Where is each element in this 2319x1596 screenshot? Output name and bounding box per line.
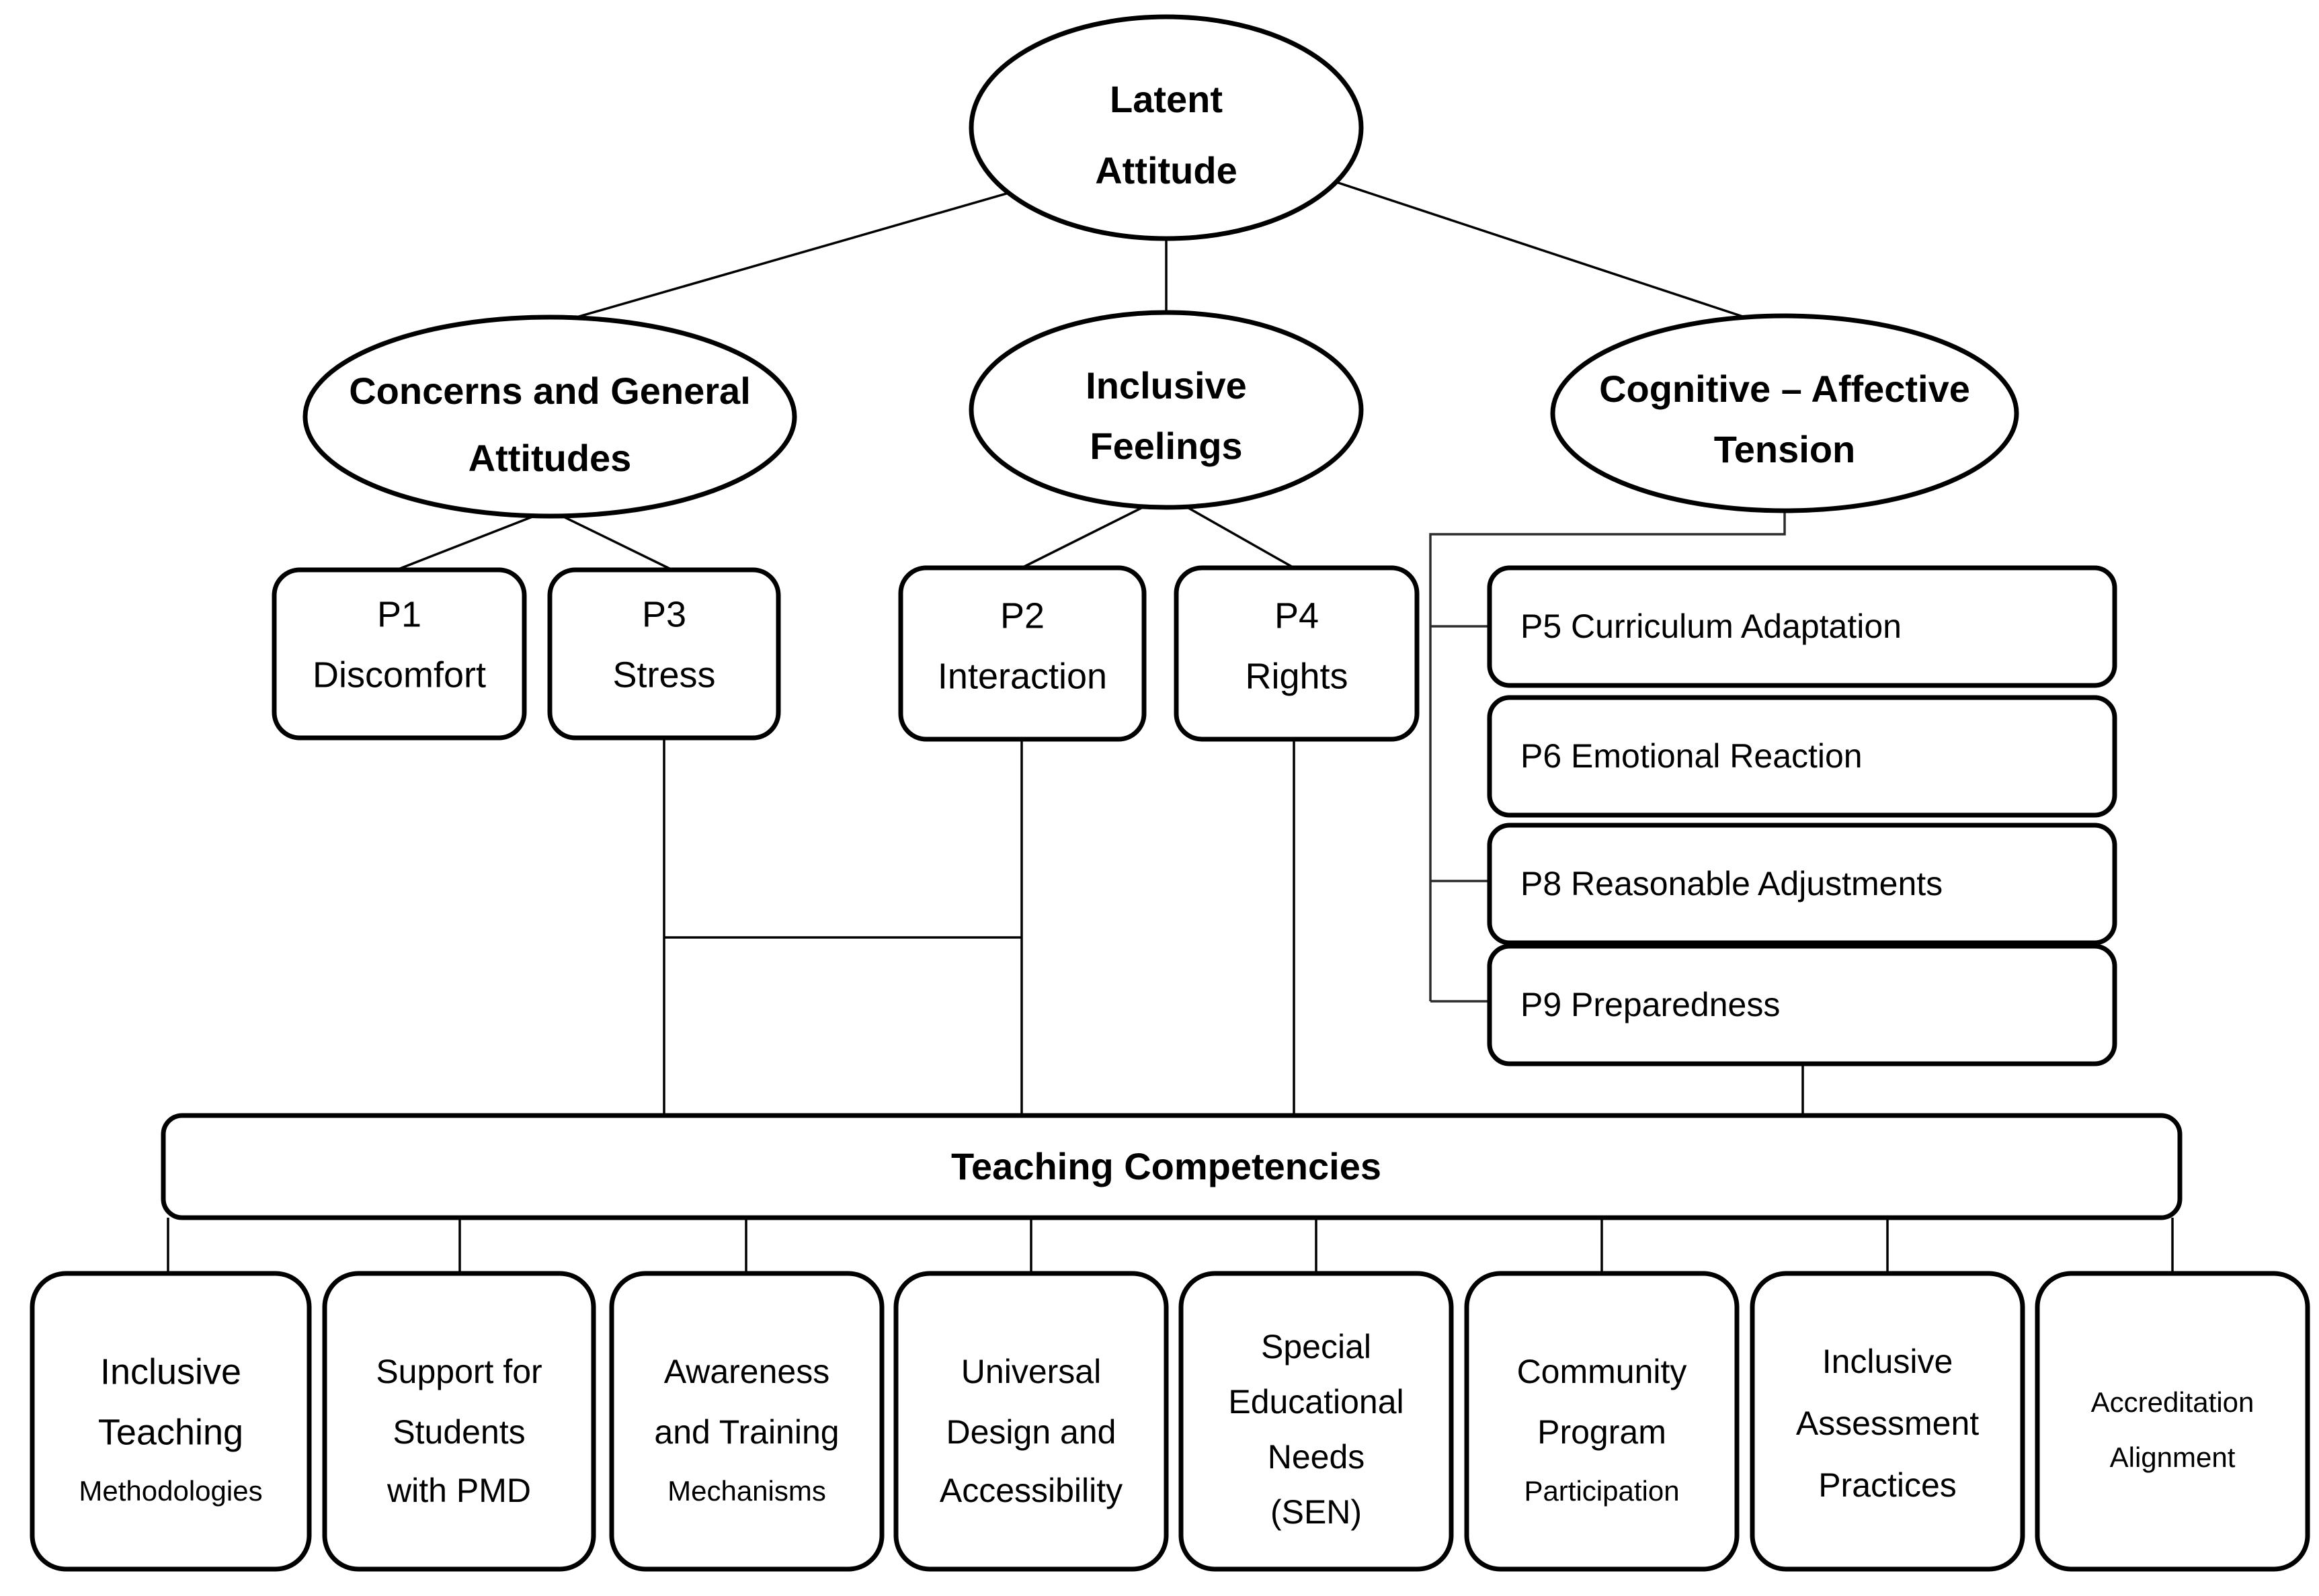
competency-box-8 bbox=[2035, 1271, 2310, 1572]
p4-label-line1: P4 bbox=[1274, 595, 1319, 636]
competency-5-line3: Needs bbox=[1268, 1438, 1365, 1476]
node-teaching-competencies-bar[interactable]: Teaching Competencies bbox=[161, 1113, 2183, 1220]
competency-2-line3: with PMD bbox=[386, 1472, 531, 1509]
node-p8-reasonable-adjustments[interactable]: P8 Reasonable Adjustments bbox=[1487, 823, 2117, 946]
node-inclusive-feelings[interactable]: Inclusive Feelings bbox=[969, 310, 1364, 510]
competency-2-line1: Support for bbox=[376, 1353, 542, 1390]
competency-5-line2: Educational bbox=[1228, 1383, 1403, 1421]
p3-label-line1: P3 bbox=[642, 594, 686, 634]
node-competency-support-for-students-with-pmd[interactable]: Support for Students with PMD bbox=[322, 1271, 596, 1572]
link-feelings-to-p2 bbox=[1021, 496, 1164, 569]
node-p6-emotional-reaction[interactable]: P6 Emotional Reaction bbox=[1487, 695, 2117, 818]
p8-box bbox=[1487, 823, 2117, 946]
node-cognitive-affective-tension[interactable]: Cognitive – Affective Tension bbox=[1550, 313, 2019, 513]
competency-box-1 bbox=[30, 1271, 312, 1572]
p2-label-line1: P2 bbox=[1000, 595, 1045, 636]
competency-8-line2: Alignment bbox=[2110, 1441, 2236, 1473]
competency-4-line1: Universal bbox=[961, 1353, 1101, 1390]
competency-6-line1: Community bbox=[1517, 1353, 1687, 1390]
competency-3-line2: and Training bbox=[654, 1413, 839, 1451]
inclusive-feelings-label-line1: Inclusive bbox=[1086, 364, 1247, 407]
node-competency-accreditation-alignment[interactable]: Accreditation Alignment bbox=[2035, 1271, 2310, 1572]
competency-box-7 bbox=[1750, 1271, 2025, 1572]
competency-box-3 bbox=[609, 1271, 885, 1572]
p4-label-line2: Rights bbox=[1245, 656, 1348, 696]
competency-1-line1: Inclusive bbox=[100, 1351, 241, 1392]
latent-attitude-label-line1: Latent bbox=[1110, 78, 1223, 120]
node-competency-inclusive-teaching-methodologies[interactable]: Inclusive Teaching Methodologies bbox=[30, 1271, 312, 1572]
competency-6-line3: Participation bbox=[1524, 1475, 1679, 1507]
tension-label-line1: Cognitive – Affective bbox=[1599, 368, 1970, 410]
node-p2-interaction[interactable]: P2 Interaction bbox=[898, 565, 1147, 742]
teaching-competencies-label: Teaching Competencies bbox=[951, 1145, 1381, 1187]
p5-box bbox=[1487, 565, 2117, 688]
node-competency-community-program-participation[interactable]: Community Program Participation bbox=[1464, 1271, 1740, 1572]
latent-attitude-ellipse bbox=[969, 14, 1364, 241]
link-tension-spine bbox=[1429, 511, 1786, 1001]
competency-5-line1: Special bbox=[1261, 1328, 1371, 1366]
competency-2-line2: Students bbox=[393, 1413, 525, 1451]
competency-box-2 bbox=[322, 1271, 596, 1572]
competency-3-line1: Awareness bbox=[664, 1353, 829, 1390]
competency-3-line3: Mechanisms bbox=[667, 1475, 826, 1507]
p2-box bbox=[898, 565, 1147, 742]
competency-4-line2: Design and bbox=[946, 1413, 1116, 1451]
node-latent-attitude[interactable]: Latent Attitude bbox=[969, 14, 1364, 241]
inclusive-feelings-ellipse bbox=[969, 310, 1364, 510]
node-competency-special-educational-needs-sen[interactable]: Special Educational Needs (SEN) bbox=[1178, 1271, 1454, 1572]
node-p4-rights[interactable]: P4 Rights bbox=[1174, 565, 1420, 742]
node-p5-curriculum-adaptation[interactable]: P5 Curriculum Adaptation bbox=[1487, 565, 2117, 688]
node-p3-stress[interactable]: P3 Stress bbox=[547, 567, 781, 741]
p3-label-line2: Stress bbox=[612, 655, 715, 695]
p4-box bbox=[1174, 565, 1420, 742]
node-concerns-and-general-attitudes[interactable]: Concerns and General Attitudes bbox=[302, 314, 797, 519]
p6-label: P6 Emotional Reaction bbox=[1520, 737, 1863, 775]
link-feelings-to-p4 bbox=[1169, 496, 1295, 569]
node-competency-universal-design-and-accessibility[interactable]: Universal Design and Accessibility bbox=[893, 1271, 1169, 1572]
competency-4-line3: Accessibility bbox=[940, 1472, 1123, 1509]
p1-label-line1: P1 bbox=[377, 594, 421, 634]
link-latent-to-concerns bbox=[557, 180, 1049, 324]
p6-box bbox=[1487, 695, 2117, 818]
competency-7-line2: Assessment bbox=[1796, 1404, 1979, 1442]
concerns-label-line2: Attitudes bbox=[469, 437, 632, 479]
connector-lines bbox=[167, 180, 2174, 1273]
tension-label-line2: Tension bbox=[1714, 428, 1856, 470]
concerns-label-line1: Concerns and General bbox=[349, 370, 751, 412]
teaching-competencies-box bbox=[161, 1113, 2183, 1220]
competency-5-line4: (SEN) bbox=[1270, 1493, 1362, 1531]
node-competency-awareness-and-training-mechanisms[interactable]: Awareness and Training Mechanisms bbox=[609, 1271, 885, 1572]
p9-box bbox=[1487, 943, 2117, 1066]
competency-box-6 bbox=[1464, 1271, 1740, 1572]
node-p9-preparedness[interactable]: P9 Preparedness bbox=[1487, 943, 2117, 1066]
p1-label-line2: Discomfort bbox=[313, 655, 486, 695]
competency-8-line1: Accreditation bbox=[2091, 1386, 2254, 1418]
inclusive-feelings-label-line2: Feelings bbox=[1090, 425, 1242, 467]
link-concerns-to-p1 bbox=[396, 509, 548, 571]
p5-label: P5 Curriculum Adaptation bbox=[1520, 607, 1902, 645]
cognitive-affective-tension-ellipse bbox=[1550, 313, 2019, 513]
p2-label-line2: Interaction bbox=[938, 656, 1107, 696]
node-competency-inclusive-assessment-practices[interactable]: Inclusive Assessment Practices bbox=[1750, 1271, 2025, 1572]
concerns-ellipse bbox=[302, 314, 797, 519]
latent-attitude-label-line2: Attitude bbox=[1095, 149, 1237, 192]
competency-1-line3: Methodologies bbox=[79, 1475, 262, 1507]
competency-box-4 bbox=[893, 1271, 1169, 1572]
competency-1-line2: Teaching bbox=[98, 1412, 243, 1452]
p3-box bbox=[547, 567, 781, 741]
node-p1-discomfort[interactable]: P1 Discomfort bbox=[272, 567, 527, 741]
competency-box-5 bbox=[1178, 1271, 1454, 1572]
p9-label: P9 Preparedness bbox=[1520, 986, 1780, 1023]
p8-label: P8 Reasonable Adjustments bbox=[1520, 865, 1943, 902]
link-concerns-to-p3 bbox=[551, 509, 673, 571]
link-latent-to-tension bbox=[1334, 180, 1762, 324]
competency-6-line2: Program bbox=[1537, 1413, 1666, 1451]
p1-box bbox=[272, 567, 527, 741]
competency-7-line1: Inclusive bbox=[1822, 1343, 1953, 1380]
competency-7-line3: Practices bbox=[1818, 1466, 1957, 1504]
